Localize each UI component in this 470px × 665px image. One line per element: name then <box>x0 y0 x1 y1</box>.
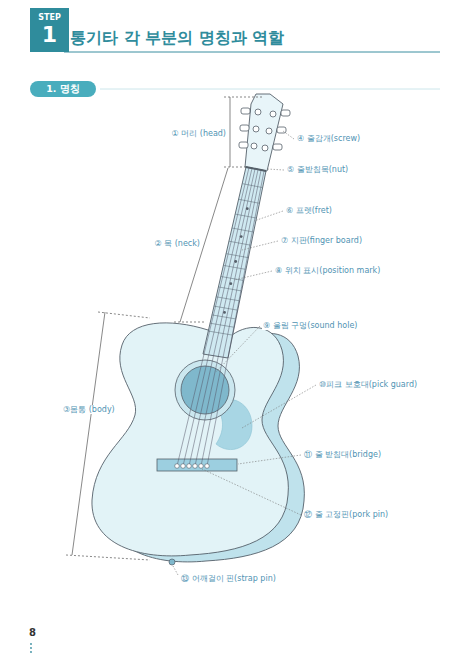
body-front <box>92 323 288 556</box>
strap-pin <box>169 559 175 565</box>
part-label: ⑫ 줄 고정핀(pork pin) <box>303 510 389 519</box>
step-number: 1 <box>30 23 69 46</box>
header-rule <box>64 52 440 53</box>
part-label: ⑨ 울림 구멍(sound hole) <box>262 321 358 330</box>
step-word: STEP <box>30 14 69 22</box>
part-label: ⑬ 어깨걸이 핀(strap pin) <box>180 574 277 583</box>
section-rule <box>100 89 440 90</box>
section-heading: 1. 명칭 <box>30 84 96 94</box>
fingerboard <box>203 167 266 358</box>
part-label: ⑩피크 보호대(pick guard) <box>318 380 418 389</box>
part-label: ③몸통 (body) <box>62 405 116 414</box>
section-pill: 1. 명칭 <box>30 81 96 97</box>
part-label: ⑦ 지판(finger board) <box>280 236 363 245</box>
bridge <box>157 459 237 471</box>
step-badge: STEP1 <box>30 8 69 52</box>
page-number: 8 <box>28 627 37 639</box>
part-label: ⑧ 위치 표시(position mark) <box>274 266 381 275</box>
tuners <box>239 108 290 151</box>
dimension-lines <box>66 97 262 560</box>
page-dots <box>30 643 32 653</box>
part-label: ② 목 (neck) <box>153 239 201 248</box>
part-label: ④ 줄감개(screw) <box>296 134 361 143</box>
page-title: 통기타 각 부분의 명칭과 역할 <box>70 28 284 49</box>
leader-lines <box>173 131 316 575</box>
part-label: ⑥ 프렛(fret) <box>285 206 333 215</box>
part-label: ⑤ 줄받침목(nut) <box>286 165 349 174</box>
part-label: ① 머리 (head) <box>171 129 227 138</box>
part-label: ⑪ 줄 받침대(bridge) <box>303 450 382 459</box>
